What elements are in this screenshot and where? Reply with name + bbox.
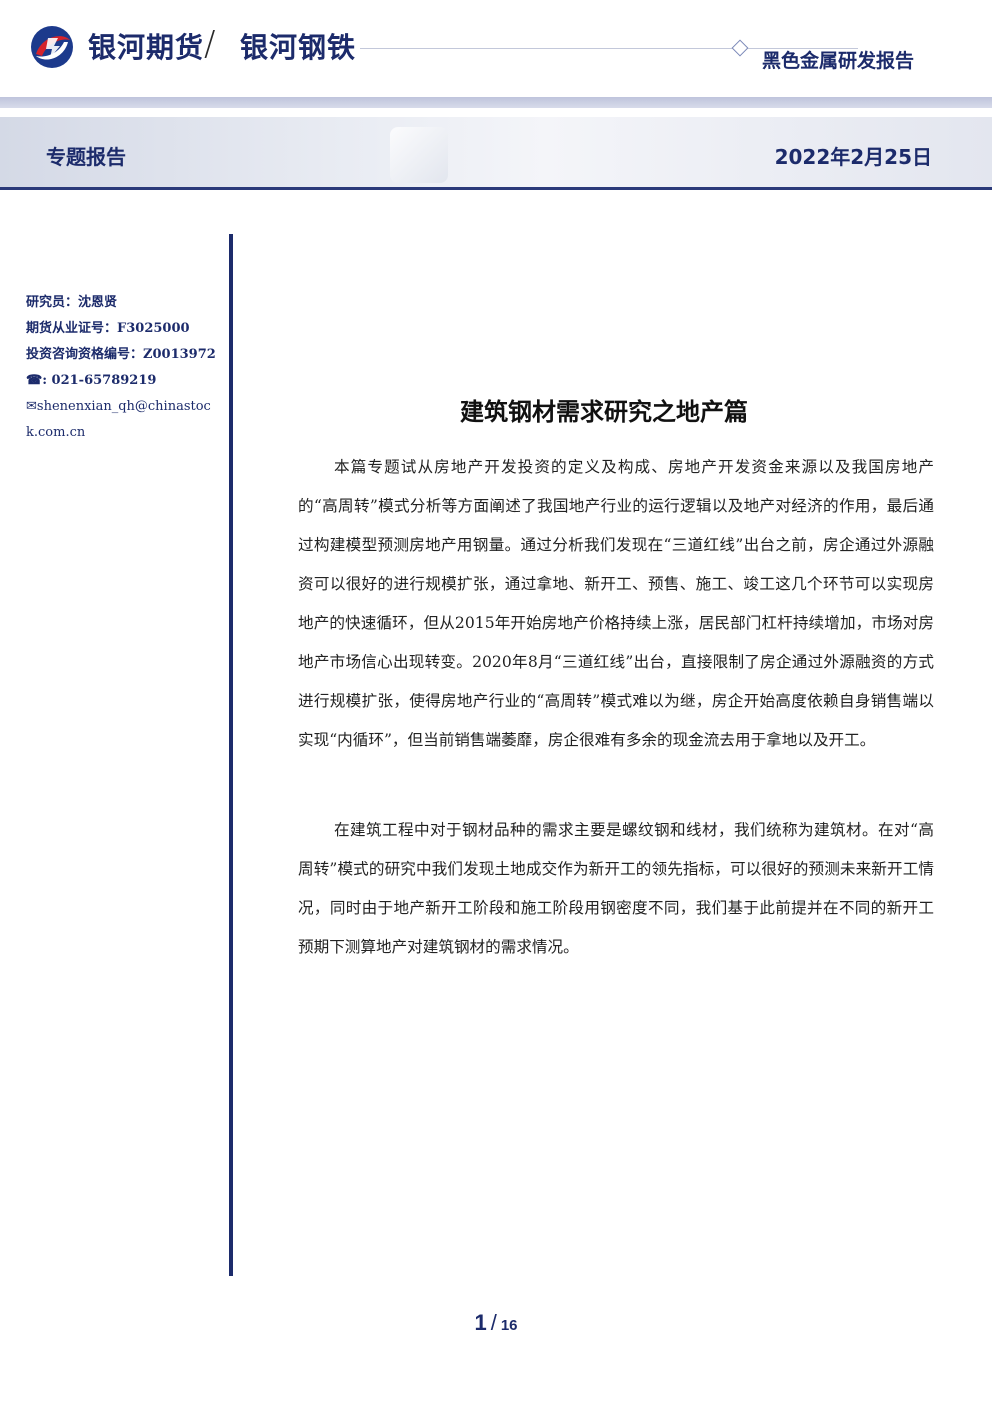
header-band	[0, 97, 992, 108]
report-category: 黑色金属研发报告	[762, 50, 915, 72]
futures-license: 期货从业证号：F3025000	[26, 321, 190, 336]
page-number: 1/16	[0, 1310, 992, 1336]
report-banner: 专题报告 2022年2月25日	[0, 117, 992, 190]
phone-icon: ☎	[26, 373, 43, 388]
phone-row: ☎: 021-65789219	[26, 373, 157, 388]
header-rule	[360, 48, 732, 49]
page-separator: /	[490, 1310, 497, 1335]
report-type-label: 专题报告	[46, 145, 126, 169]
galaxy-futures-logo-icon	[31, 26, 73, 68]
email-address[interactable]: shenenxian_qh@chinastock.com.cn	[26, 399, 211, 440]
brand-secondary: 银河钢铁	[240, 31, 357, 64]
analyst-name: 研究员：沈恩贤	[26, 295, 118, 310]
report-header: 银河期货 / 银河钢铁 黑色金属研发报告	[0, 0, 992, 100]
phone-number: 021-65789219	[51, 373, 157, 388]
brand-primary: 银河期货	[88, 31, 205, 64]
header-rule-right	[748, 48, 858, 49]
page-total: 16	[500, 1317, 518, 1334]
brand-separator: /	[204, 24, 216, 64]
article-paragraph: 本篇专题试从房地产开发投资的定义及构成、房地产开发资金来源以及我国房地产的“高周…	[298, 458, 934, 749]
article-title: 建筑钢材需求研究之地产篇	[460, 397, 748, 426]
analyst-sidebar: 研究员：沈恩贤 期货从业证号：F3025000 投资咨询资格编号：Z001397…	[26, 290, 226, 446]
vertical-divider	[229, 234, 233, 1276]
article-paragraph: 在建筑工程中对于钢材品种的需求主要是螺纹钢和线材，我们统称为建筑材。在对“高周转…	[298, 821, 934, 956]
advisory-license: 投资咨询资格编号：Z0013972	[26, 347, 216, 362]
report-date: 2022年2月25日	[774, 145, 932, 169]
page-current: 1	[474, 1310, 487, 1335]
diamond-icon	[731, 39, 749, 57]
banner-decoration	[390, 127, 448, 183]
email-row: ✉shenenxian_qh@chinastock.com.cn	[26, 394, 222, 446]
envelope-icon: ✉	[26, 399, 37, 414]
